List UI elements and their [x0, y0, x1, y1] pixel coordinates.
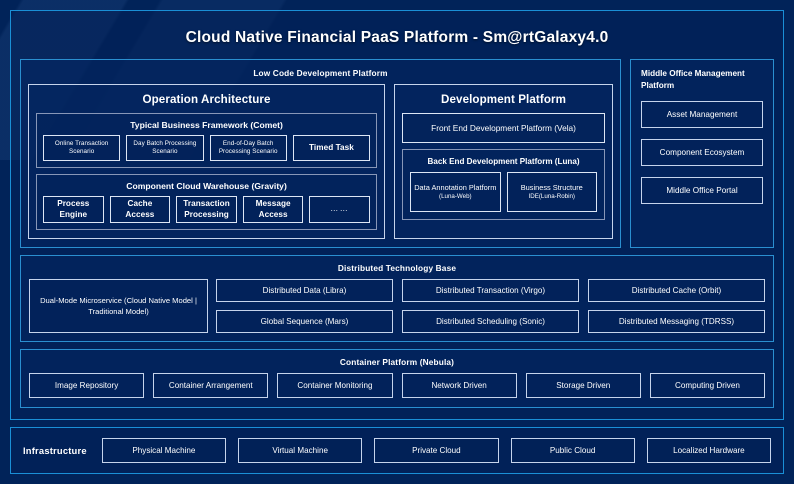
business-structure-ide-item[interactable]: Business Structure IDE(Luna-Robin): [506, 172, 597, 212]
operation-architecture-title: Operation Architecture: [142, 93, 271, 106]
network-driven-item[interactable]: Network Driven: [401, 373, 517, 398]
container-monitoring-item[interactable]: Container Monitoring: [277, 373, 393, 398]
development-platform-group: Development Platform Front End Developme…: [394, 84, 613, 239]
typical-business-framework-title: Typical Business Framework (Comet): [130, 120, 283, 130]
business-framework-item[interactable]: Day Batch Processing Scenario: [126, 135, 204, 161]
storage-driven-item[interactable]: Storage Driven: [525, 373, 641, 398]
business-structure-ide-label: Business Structure: [520, 183, 583, 193]
business-framework-item[interactable]: Timed Task: [292, 135, 371, 161]
back-end-items: Data Annotation Platform (Luna-Web) Busi…: [410, 172, 597, 212]
business-framework-item[interactable]: End-of-Day Batch Processing Scenario: [209, 135, 287, 161]
distributed-data-item[interactable]: Distributed Data (Libra): [216, 279, 393, 302]
cloud-warehouse-item-more[interactable]: ……: [309, 196, 371, 223]
middle-office-title: Middle Office Management Platform: [641, 69, 745, 90]
infrastructure-label: Infrastructure: [23, 445, 87, 456]
localized-hardware-item[interactable]: Localized Hardware: [646, 438, 772, 463]
top-row: Low Code Development Platform Operation …: [20, 59, 774, 248]
distributed-technology-items: Distributed Data (Libra) Distributed Tra…: [216, 279, 765, 333]
middle-office-item-portal[interactable]: Middle Office Portal: [641, 176, 763, 204]
private-cloud-item[interactable]: Private Cloud: [374, 438, 499, 463]
data-annotation-platform-label: Data Annotation Platform: [414, 183, 497, 193]
middle-office-management-platform-panel: Middle Office Management Platform Asset …: [630, 59, 774, 248]
distributed-scheduling-item[interactable]: Distributed Scheduling (Sonic): [402, 310, 579, 333]
distributed-cache-item[interactable]: Distributed Cache (Orbit): [588, 279, 765, 302]
back-end-development-platform-subgroup: Back End Development Platform (Luna) Dat…: [402, 149, 605, 220]
infrastructure-frame: Infrastructure Physical Machine Virtual …: [10, 427, 784, 474]
front-end-development-platform[interactable]: Front End Development Platform (Vela): [402, 113, 605, 143]
cloud-warehouse-item[interactable]: Message Access: [242, 196, 304, 223]
business-structure-ide-sublabel: IDE(Luna-Robin): [528, 192, 575, 200]
operation-architecture-group: Operation Architecture Typical Business …: [28, 84, 386, 239]
page-title: Cloud Native Financial PaaS Platform - S…: [185, 29, 609, 46]
distributed-technology-base-caption: Distributed Technology Base: [337, 263, 457, 273]
middle-office-item-component-ecosystem[interactable]: Component Ecosystem: [641, 138, 763, 166]
virtual-machine-item[interactable]: Virtual Machine: [238, 438, 363, 463]
component-cloud-warehouse-title: Component Cloud Warehouse (Gravity): [126, 181, 287, 191]
image-repository-item[interactable]: Image Repository: [29, 373, 145, 398]
data-annotation-platform-item[interactable]: Data Annotation Platform (Luna-Web): [410, 172, 501, 212]
typical-business-framework-subgroup: Typical Business Framework (Comet) Onlin…: [36, 113, 378, 168]
public-cloud-item[interactable]: Public Cloud: [510, 438, 635, 463]
container-platform-panel: Container Platform (Nebula) Image Reposi…: [20, 349, 774, 408]
infrastructure-items: Physical Machine Virtual Machine Private…: [101, 438, 772, 463]
global-sequence-item[interactable]: Global Sequence (Mars): [216, 310, 393, 333]
cloud-warehouse-item[interactable]: Process Engine: [43, 196, 104, 223]
container-platform-items: Image Repository Container Arrangement C…: [29, 373, 766, 398]
development-platform-title: Development Platform: [441, 93, 567, 106]
middle-office-item-asset-management[interactable]: Asset Management: [641, 100, 763, 128]
distributed-messaging-item[interactable]: Distributed Messaging (TDRSS): [588, 310, 765, 333]
cloud-warehouse-item[interactable]: Transaction Processing: [176, 196, 237, 223]
back-end-development-platform-title: Back End Development Platform (Luna): [427, 157, 580, 166]
distributed-transaction-item[interactable]: Distributed Transaction (Virgo): [402, 279, 579, 302]
low-code-development-platform-panel: Low Code Development Platform Operation …: [20, 59, 621, 248]
dual-mode-microservice-box[interactable]: Dual-Mode Microservice (Cloud Native Mod…: [29, 279, 208, 333]
platform-main-frame: Cloud Native Financial PaaS Platform - S…: [10, 10, 784, 420]
physical-machine-item[interactable]: Physical Machine: [101, 438, 227, 463]
distributed-technology-base-panel: Distributed Technology Base Dual-Mode Mi…: [20, 255, 774, 342]
middle-office-items: Asset Management Component Ecosystem Mid…: [641, 100, 763, 237]
business-framework-item[interactable]: Online Transaction Scenario: [43, 135, 121, 161]
cloud-warehouse-item[interactable]: Cache Access: [109, 196, 171, 223]
low-code-caption: Low Code Development Platform: [253, 68, 388, 78]
component-cloud-warehouse-subgroup: Component Cloud Warehouse (Gravity) Proc…: [36, 174, 378, 230]
data-annotation-platform-sublabel: (Luna-Web): [439, 192, 472, 200]
computing-driven-item[interactable]: Computing Driven: [649, 373, 766, 398]
container-platform-caption: Container Platform (Nebula): [339, 357, 455, 367]
typical-business-framework-items: Online Transaction Scenario Day Batch Pr…: [43, 135, 371, 161]
component-cloud-warehouse-items: Process Engine Cache Access Transaction …: [43, 196, 371, 223]
container-arrangement-item[interactable]: Container Arrangement: [153, 373, 269, 398]
